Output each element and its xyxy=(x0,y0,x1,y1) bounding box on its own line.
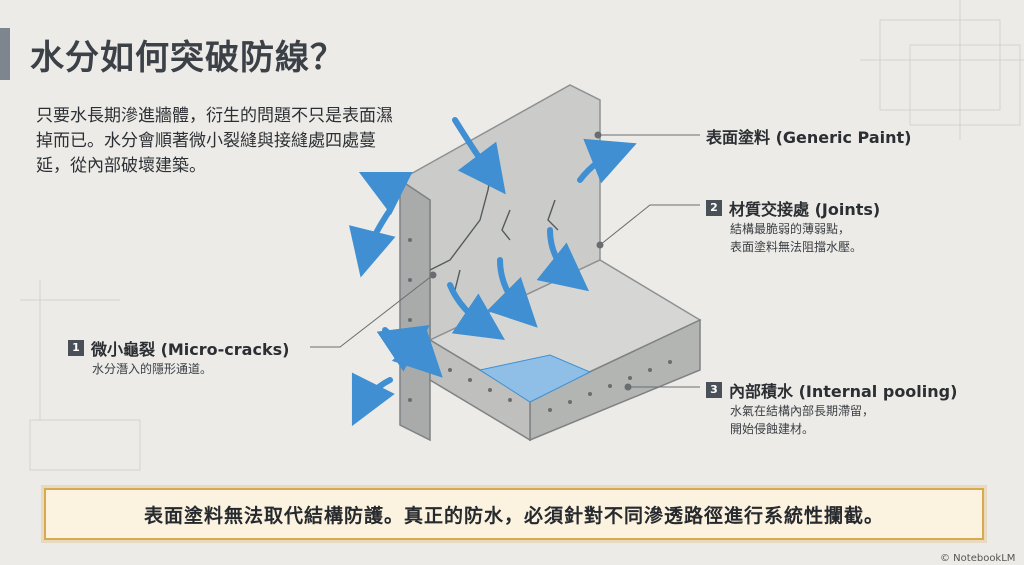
badge-1: 1 xyxy=(68,340,84,356)
water-pool xyxy=(478,354,592,403)
label-pooling-title: 內部積水 (Internal pooling) xyxy=(729,382,958,401)
page-title: 水分如何突破防線？ xyxy=(30,38,345,78)
label-joints-desc-1: 結構最脆弱的薄弱點， xyxy=(730,222,851,236)
credit-watermark: © NotebookLM xyxy=(940,553,1016,564)
label-joints-desc-2: 表面塗料無法阻擋水壓。 xyxy=(730,240,863,254)
rebar-dots xyxy=(408,238,672,412)
label-joints: 2 材質交接處 (Joints) 結構最脆弱的薄弱點， 表面塗料無法阻擋水壓。 xyxy=(706,196,880,256)
badge-3: 3 xyxy=(706,382,722,398)
label-micro-cracks: 1 微小龜裂 (Micro-cracks) 水分潛入的隱形通道。 xyxy=(68,336,289,378)
label-pooling-desc-1: 水氣在結構內部長期滯留， xyxy=(730,404,875,418)
wall-illustration xyxy=(349,84,702,442)
label-cracks-desc-1: 水分潛入的隱形通道。 xyxy=(92,362,213,376)
label-pooling-desc-2: 開始侵蝕建材。 xyxy=(730,422,815,436)
conclusion-banner: 表面塗料無法取代結構防護。真正的防水，必須針對不同滲透路徑進行系統性攔截。 xyxy=(44,488,984,540)
title-accent-bar xyxy=(0,28,10,80)
label-cracks-title: 微小龜裂 (Micro-cracks) xyxy=(91,340,290,359)
label-generic-paint: 表面塗料 (Generic Paint) xyxy=(706,124,911,148)
label-internal-pooling: 3 內部積水 (Internal pooling) 水氣在結構內部長期滯留， 開始… xyxy=(706,378,957,438)
badge-2: 2 xyxy=(706,200,722,216)
floor-slab xyxy=(428,259,702,442)
water-arrows xyxy=(349,117,637,427)
intro-text: 只要水長期滲進牆體，衍生的問題不只是表面濕掉而已。水分會順著微小裂縫與接縫處四處… xyxy=(36,106,393,176)
banner-text: 表面塗料無法取代結構防護。真正的防水，必須針對不同滲透路徑進行系統性攔截。 xyxy=(143,504,884,527)
label-paint-title: 表面塗料 (Generic Paint) xyxy=(706,128,912,147)
label-joints-title: 材質交接處 (Joints) xyxy=(729,200,881,219)
